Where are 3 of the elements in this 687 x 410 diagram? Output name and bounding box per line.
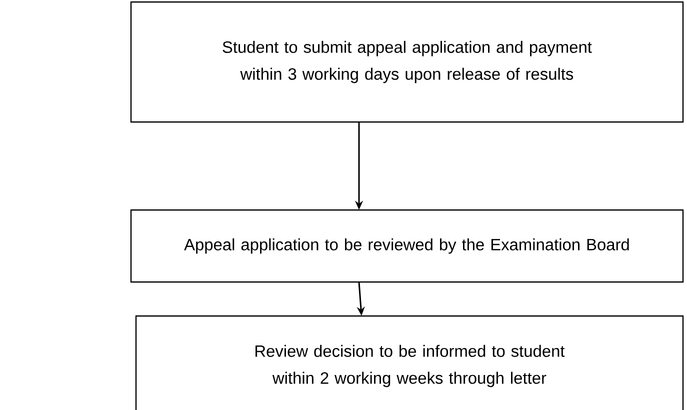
process-box: Student to submit appeal application and payment within 3 working days upon release of results (130, 1, 684, 123)
process-box: Appeal application to be reviewed by the Examination Board (130, 209, 684, 283)
process-box: Review decision to be informed to student within 2 working weeks through letter (135, 315, 684, 410)
